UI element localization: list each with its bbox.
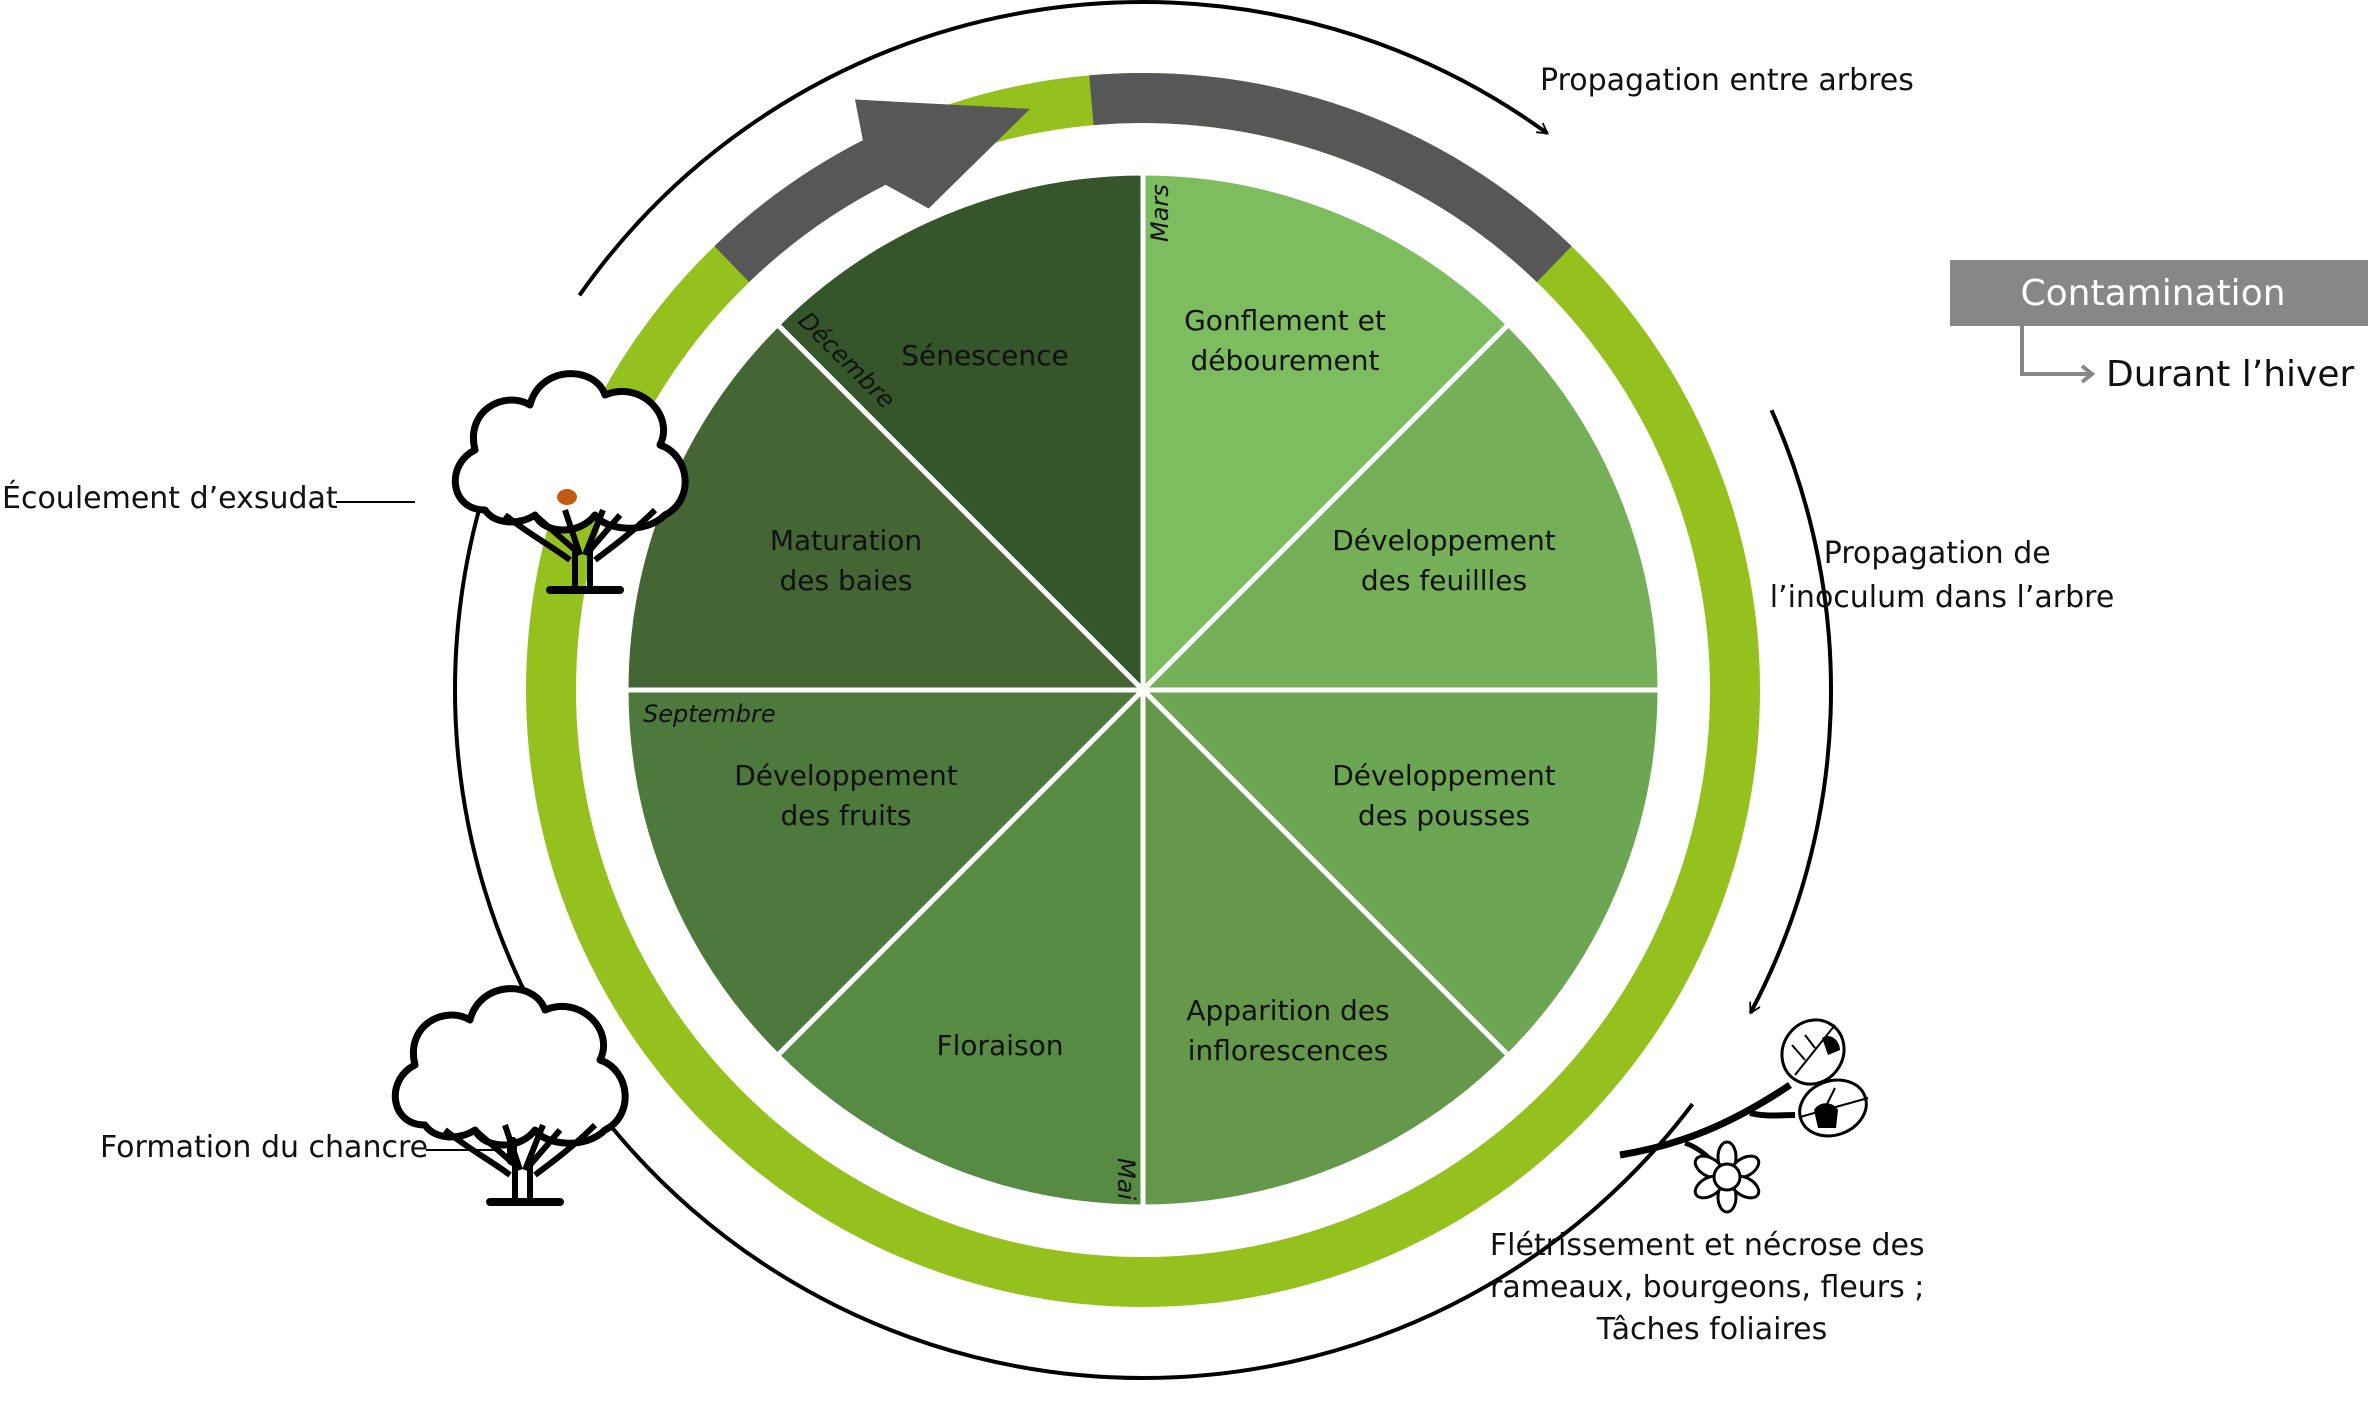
- label-line: rameaux, bourgeons, fleurs ;: [1490, 1270, 1924, 1305]
- phase-label-gonflement: Gonflement et débourement: [1184, 304, 1386, 377]
- tree-chancre-icon: [391, 985, 629, 1206]
- phase-label-line: des feuillles: [1361, 564, 1527, 597]
- label-line: l’inoculum dans l’arbre: [1770, 580, 2115, 615]
- phase-label-line: Développement: [1332, 524, 1556, 557]
- contamination-arrow: [714, 99, 1031, 283]
- phase-label-line: débourement: [1191, 344, 1380, 377]
- phase-sector-developpement-fruits: [623, 687, 1150, 1060]
- phase-sector-floraison: [773, 683, 1146, 1210]
- phase-label-line: Sénescence: [901, 339, 1069, 372]
- label-formation-chancre: Formation du chancre: [100, 1130, 428, 1165]
- contamination-band: [1089, 72, 1572, 283]
- phase-sector-developpement-pousses: [1136, 687, 1663, 1060]
- flower-icon: [1693, 1140, 1761, 1214]
- phase-label-line: Développement: [1332, 759, 1556, 792]
- arrow-arc-canker-to-exsudat: [453, 475, 538, 1014]
- outer-cycle-arrows: [453, 0, 1833, 1380]
- legend-contamination-box: [1950, 260, 2368, 326]
- phase-label-line: Apparition des: [1186, 994, 1389, 1027]
- phase-label-developpement-pousses: Développement des pousses: [1332, 759, 1556, 832]
- phase-label-apparition-inflorescences: Apparition des inflorescences: [1186, 994, 1389, 1067]
- phase-label-developpement-fruits: Développement des fruits: [734, 759, 958, 832]
- label-line: Flétrissement et nécrose des: [1490, 1228, 1925, 1263]
- phase-label-line: Développement: [734, 759, 958, 792]
- label-ecoulement-exsudat: Écoulement d’exsudat: [2, 480, 338, 516]
- phase-sector-gonflement: [1140, 170, 1513, 697]
- chancre-spot: [507, 1137, 517, 1165]
- legend-connector-arrow: [2020, 326, 2090, 376]
- legend-winter-label: Durant l’hiver: [2106, 354, 2354, 395]
- phase-label-line: des baies: [779, 564, 912, 597]
- phase-label-line: Floraison: [937, 1029, 1064, 1062]
- label-line: Propagation de: [1824, 536, 2051, 571]
- arrow-arc-symptoms-to-canker: [591, 1102, 1695, 1380]
- phase-label-line: Gonflement et: [1184, 304, 1386, 337]
- phase-label-line: Maturation: [770, 524, 922, 557]
- phase-label-floraison: Floraison: [937, 1029, 1064, 1062]
- phase-sector-apparition-inflorescences: [1140, 683, 1513, 1210]
- label-propagation-entre-arbres: Propagation entre arbres: [1540, 63, 1914, 98]
- tree-exsudat-icon: [451, 370, 689, 594]
- phase-label-senescence: Sénescence: [901, 339, 1069, 372]
- label-fletrissement: Flétrissement et nécrose des rameaux, bo…: [1490, 1228, 1934, 1347]
- arrow-arc-inoculum-propagation: [1748, 409, 1833, 1015]
- month-label-mars: Mars: [1146, 184, 1174, 242]
- phase-label-maturation-baies: Maturation des baies: [770, 524, 922, 597]
- phase-label-line: des pousses: [1358, 799, 1530, 832]
- phase-label-developpement-feuilles: Développement des feuillles: [1332, 524, 1556, 597]
- exsudat-spot: [557, 489, 577, 505]
- phase-sector-developpement-feuilles: [1136, 320, 1663, 693]
- arrow-arc-propagation-between-trees: [577, 0, 1549, 297]
- label-line: Tâches foliaires: [1596, 1312, 1827, 1347]
- phase-label-line: des fruits: [781, 799, 912, 832]
- month-label-mai: Mai: [1112, 1158, 1140, 1200]
- infected-branch-icon: [1619, 1018, 1869, 1214]
- legend-contamination-label: Contamination: [2020, 273, 2285, 314]
- phase-sector-senescence: [773, 170, 1146, 697]
- phenology-wheel: [623, 170, 1663, 1210]
- month-label-septembre: Septembre: [643, 700, 776, 728]
- legend: Contamination Durant l’hiver: [1950, 260, 2368, 395]
- label-propagation-inoculum: Propagation de l’inoculum dans l’arbre: [1770, 536, 2115, 615]
- phase-label-line: inflorescences: [1188, 1034, 1389, 1067]
